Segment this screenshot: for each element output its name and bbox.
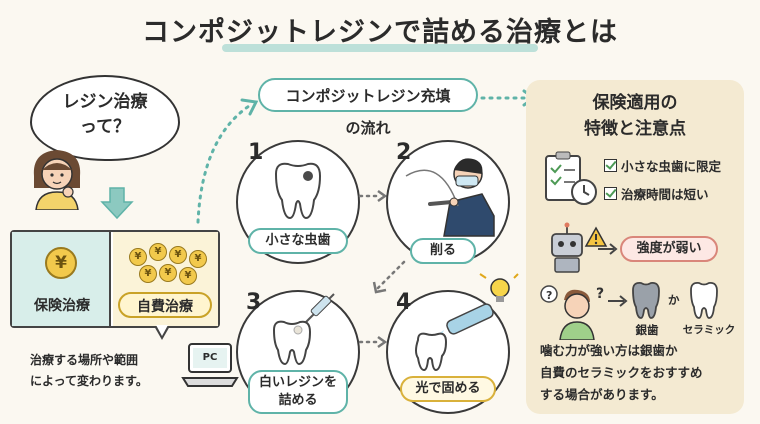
checkbox-checked-icon (604, 159, 617, 172)
curing-light-icon (415, 272, 519, 372)
down-arrow-icon (100, 187, 134, 220)
arrow-right-icon (608, 295, 628, 307)
dotted-arrow-icon (196, 98, 259, 224)
step-2-label: 削る (410, 238, 476, 264)
dentist-drilling-icon (405, 158, 495, 237)
thought-bubble (30, 75, 180, 161)
thought-bubble-text: レジン治療 って？ (62, 92, 148, 137)
panel-title: 保険適用の 特徴と注意点 (584, 93, 686, 139)
flow-title: コンポジットレジン充填 (285, 87, 451, 105)
silver-tooth-icon (632, 281, 660, 319)
flow-title-pill (258, 78, 478, 112)
page-title: コンポジットレジンで詰める治療とは (142, 17, 618, 48)
syringe-tooth-icon (272, 293, 335, 366)
yen-coin-icon: ¥ (129, 248, 147, 266)
ceramic-tooth-label: セラミック (682, 324, 736, 336)
step-2-number: 2 (396, 140, 412, 165)
arrow-right-icon (598, 243, 618, 255)
tooth-cavity-icon (274, 162, 322, 220)
checkbox-checked-icon (604, 187, 617, 200)
compare-or: か (668, 293, 680, 307)
ceramic-tooth-icon (690, 281, 718, 319)
step-1-label: 小さな虫歯 (248, 228, 348, 254)
dotted-arrow-icon (358, 189, 388, 203)
yen-coin-icon: ¥ (45, 247, 77, 279)
dotted-arrow-icon (358, 335, 388, 349)
silver-tooth-label: 銀歯 (635, 323, 659, 337)
step-4-label: 光で固める (400, 376, 496, 402)
speech-tail-inner (156, 325, 168, 336)
panel-note: 噛む力が強い方は銀歯か 自費のセラミックをおすすめ する場合があります。 (540, 343, 703, 402)
person-thinking-icon: ? ? (540, 285, 604, 340)
yen-coin-icon: ¥ (179, 267, 197, 285)
step-4-number: 4 (396, 290, 412, 315)
laptop-label: PC (202, 352, 218, 363)
yen-coin-icon: ¥ (139, 265, 157, 283)
title-underline (222, 44, 538, 52)
svg-text:?: ? (596, 286, 604, 302)
woman-thinking-icon (33, 150, 81, 210)
yen-coin-icon: ¥ (159, 264, 177, 282)
robot-warning-icon (551, 222, 608, 273)
flow-subtitle: の流れ (345, 119, 391, 137)
dotted-arrow-icon (372, 260, 406, 294)
yen-coin-icon: ¥ (169, 246, 187, 264)
self-pay-label: 自費治療 (137, 299, 193, 315)
laptop-icon (181, 343, 239, 387)
step-3-number: 3 (246, 290, 262, 315)
yen-coin-icon: ¥ (189, 250, 207, 268)
left-note: 治療する場所や範囲 によって変わります。 (30, 353, 148, 388)
strength-warning-pill: 強度が弱い (620, 236, 718, 262)
insured-label: 保険治療 (34, 298, 90, 314)
check-item-1: 小さな虫歯に限定 (604, 156, 721, 175)
yen-coin-icon: ¥ (149, 243, 167, 261)
self-pay-pill (118, 292, 212, 318)
check-item-2: 治療時間は短い (604, 184, 709, 203)
svg-text:?: ? (546, 289, 552, 302)
step-3-label: 白いレジンを 詰める (248, 370, 348, 414)
step-1-number: 1 (248, 140, 264, 165)
clipboard-clock-icon (545, 151, 597, 205)
